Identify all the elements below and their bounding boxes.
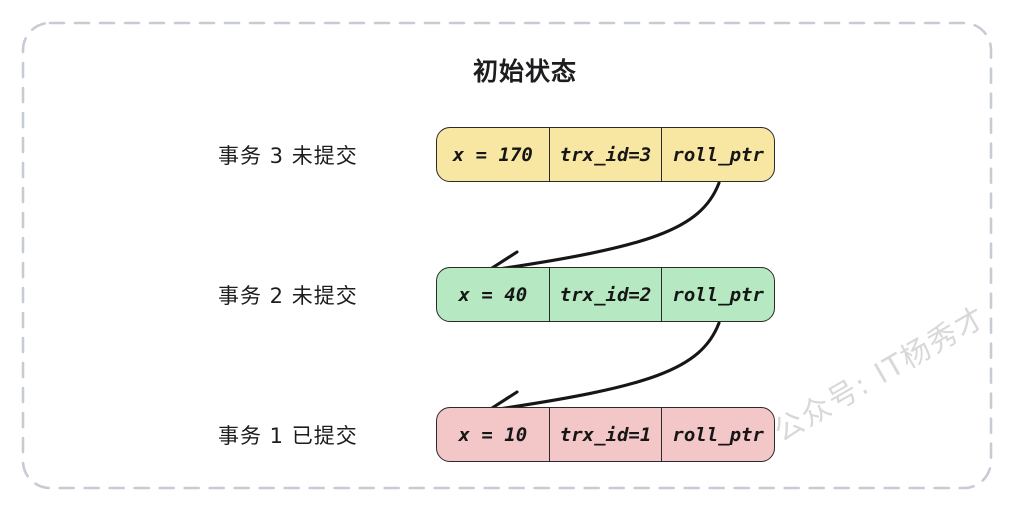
record-cell-trx-id: trx_id=1 [548, 408, 662, 461]
record-cell-value: x = 170 [452, 143, 533, 166]
row-label-trx1: 事务 1 已提交 [218, 423, 358, 448]
roll-ptr-arrow-trx2-to-trx1 [487, 321, 721, 418]
record-cell-value: x = 40 [458, 283, 528, 306]
record-cell-roll-ptr: roll_ptr [661, 268, 774, 321]
record-box-trx1: x = 10 trx_id=1 roll_ptr [436, 407, 775, 462]
record-cell-roll-ptr: roll_ptr [661, 128, 774, 181]
row-label-trx2: 事务 2 未提交 [218, 283, 358, 308]
roll-ptr-arrow-trx3-to-trx2 [487, 181, 721, 278]
record-box-trx3: x = 170 trx_id=3 roll_ptr [436, 127, 775, 182]
record-box-trx2: x = 40 trx_id=2 roll_ptr [436, 267, 775, 322]
diagram-title: 初始状态 [472, 57, 577, 86]
watermark-text: 公众号: IT杨秀才 [768, 299, 993, 449]
record-cell-trx-id: trx_id=3 [548, 128, 662, 181]
record-cell-trx-id: trx_id=2 [548, 268, 662, 321]
record-cell-roll-ptr: roll_ptr [661, 408, 774, 461]
row-label-trx3: 事务 3 未提交 [218, 143, 358, 168]
record-cell-value: x = 10 [458, 423, 528, 446]
